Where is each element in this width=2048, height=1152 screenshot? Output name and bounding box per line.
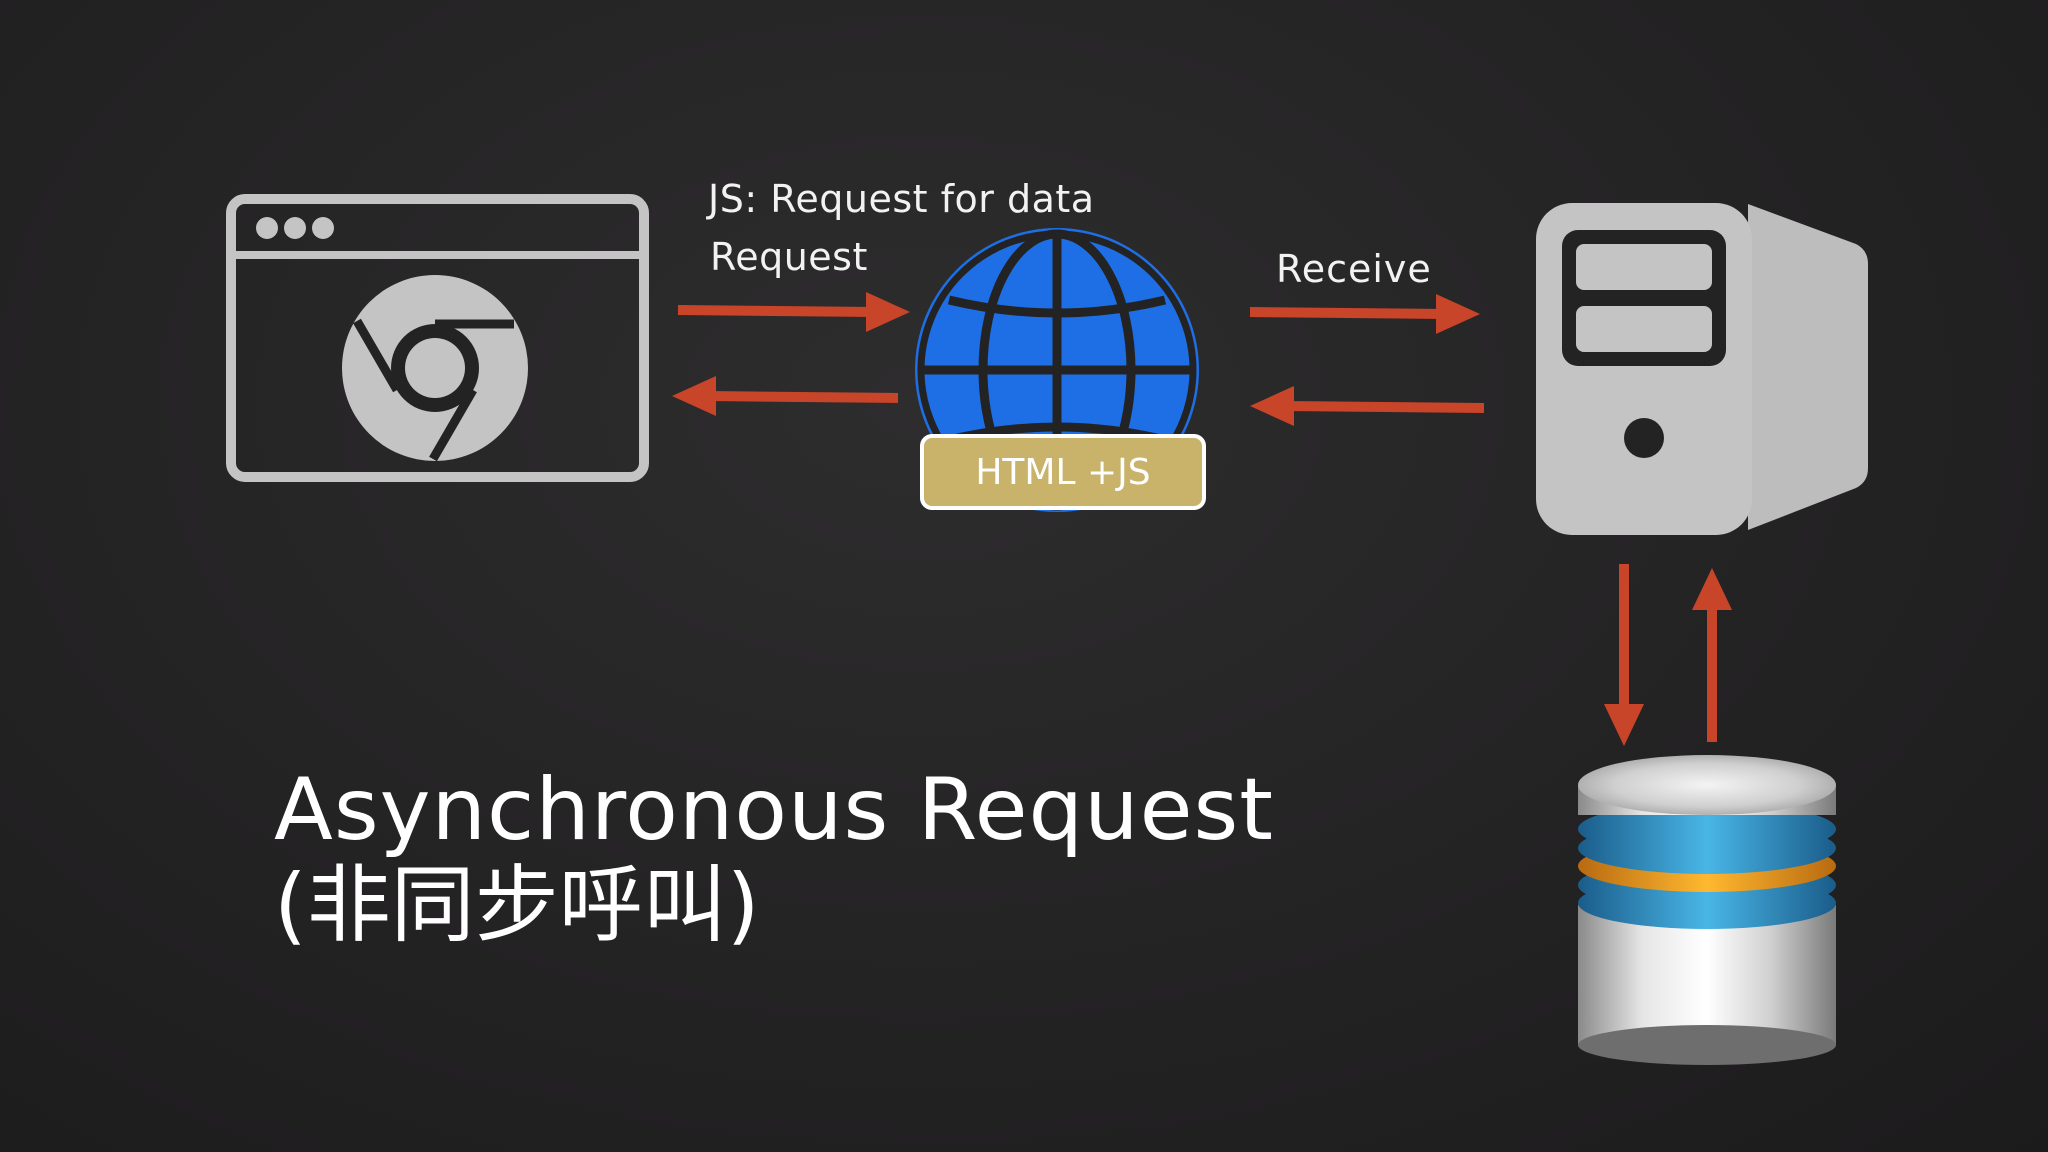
title-main: Asynchronous Request <box>274 760 1275 860</box>
title-sub: (非同步呼叫) <box>274 856 760 955</box>
arrow-server-to-database <box>1604 564 1644 746</box>
arrow-globe-to-server <box>1249 294 1480 334</box>
title-block: Asynchronous Request (非同步呼叫) <box>274 760 1275 955</box>
html-js-badge: HTML +JS <box>920 434 1206 510</box>
arrow-server-to-globe <box>1250 386 1485 426</box>
arrows <box>672 292 1732 746</box>
arrow-browser-to-globe <box>677 292 910 332</box>
arrow-globe-to-browser <box>672 376 899 416</box>
label-request: Request <box>710 235 868 279</box>
chrome-logo-icon <box>342 275 528 462</box>
label-receive: Receive <box>1276 247 1432 291</box>
label-js-request-for-data: JS: Request for data <box>708 177 1095 221</box>
chrome-browser-window-icon <box>226 194 649 482</box>
server-tower-icon <box>1536 203 1868 535</box>
database-cylinder-icon <box>1578 755 1836 1065</box>
arrow-database-to-server <box>1692 568 1732 742</box>
